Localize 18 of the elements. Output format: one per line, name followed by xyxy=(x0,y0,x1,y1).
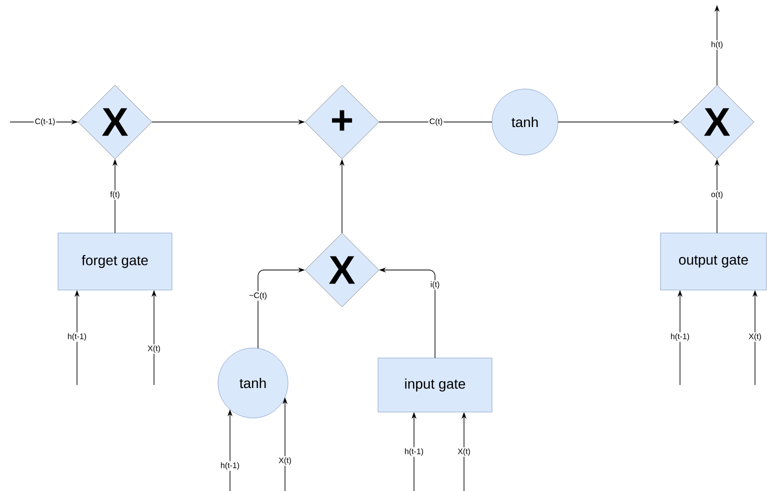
edge-label: C(t) xyxy=(428,117,444,127)
edge-label: h(t) xyxy=(710,40,724,50)
edge-label: X(t) xyxy=(278,456,292,466)
edge-label: h(t-1) xyxy=(403,447,425,457)
edge-label: C(t-1) xyxy=(34,117,56,127)
gate-box: output gate xyxy=(660,232,767,290)
edge-label: X(t) xyxy=(146,344,162,354)
edge-label: f(t) xyxy=(109,190,121,200)
gate-box: input gate xyxy=(378,358,492,412)
edge-label: h(t-1) xyxy=(66,332,88,342)
edge-label: h(t-1) xyxy=(669,332,691,342)
edge-label: X(t) xyxy=(456,447,472,457)
edge-label: h(t-1) xyxy=(219,461,241,471)
edge-label: X(t) xyxy=(748,332,762,342)
gate-box: forget gate xyxy=(58,232,172,290)
edge-label: i(t) xyxy=(429,280,441,290)
edge-label: ~C(t) xyxy=(248,291,268,301)
edge-label: o(t) xyxy=(710,190,724,200)
